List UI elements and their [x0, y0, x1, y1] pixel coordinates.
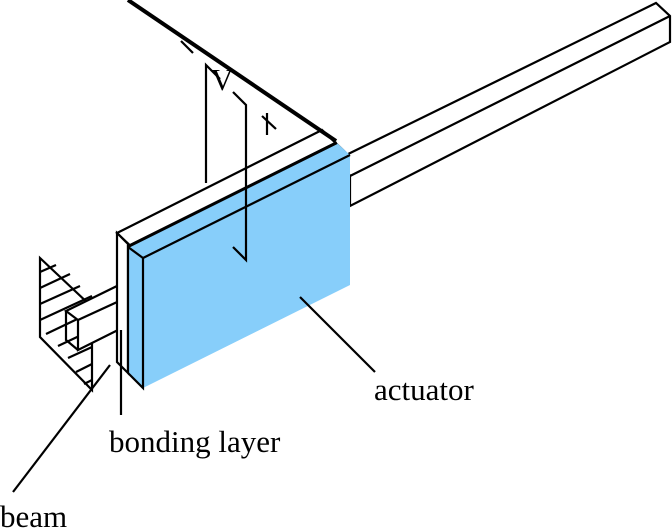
- actuator-leader-line: [299, 296, 376, 373]
- beam-body: [338, 1, 672, 208]
- beam-label: beam: [0, 499, 67, 531]
- beam-leader-line: [12, 364, 111, 493]
- voltage-source-wires: [180, 40, 277, 263]
- voltage-label: V: [211, 62, 234, 97]
- actuator-label: actuator: [374, 372, 475, 407]
- bonding-layer-label: bonding layer: [109, 424, 281, 459]
